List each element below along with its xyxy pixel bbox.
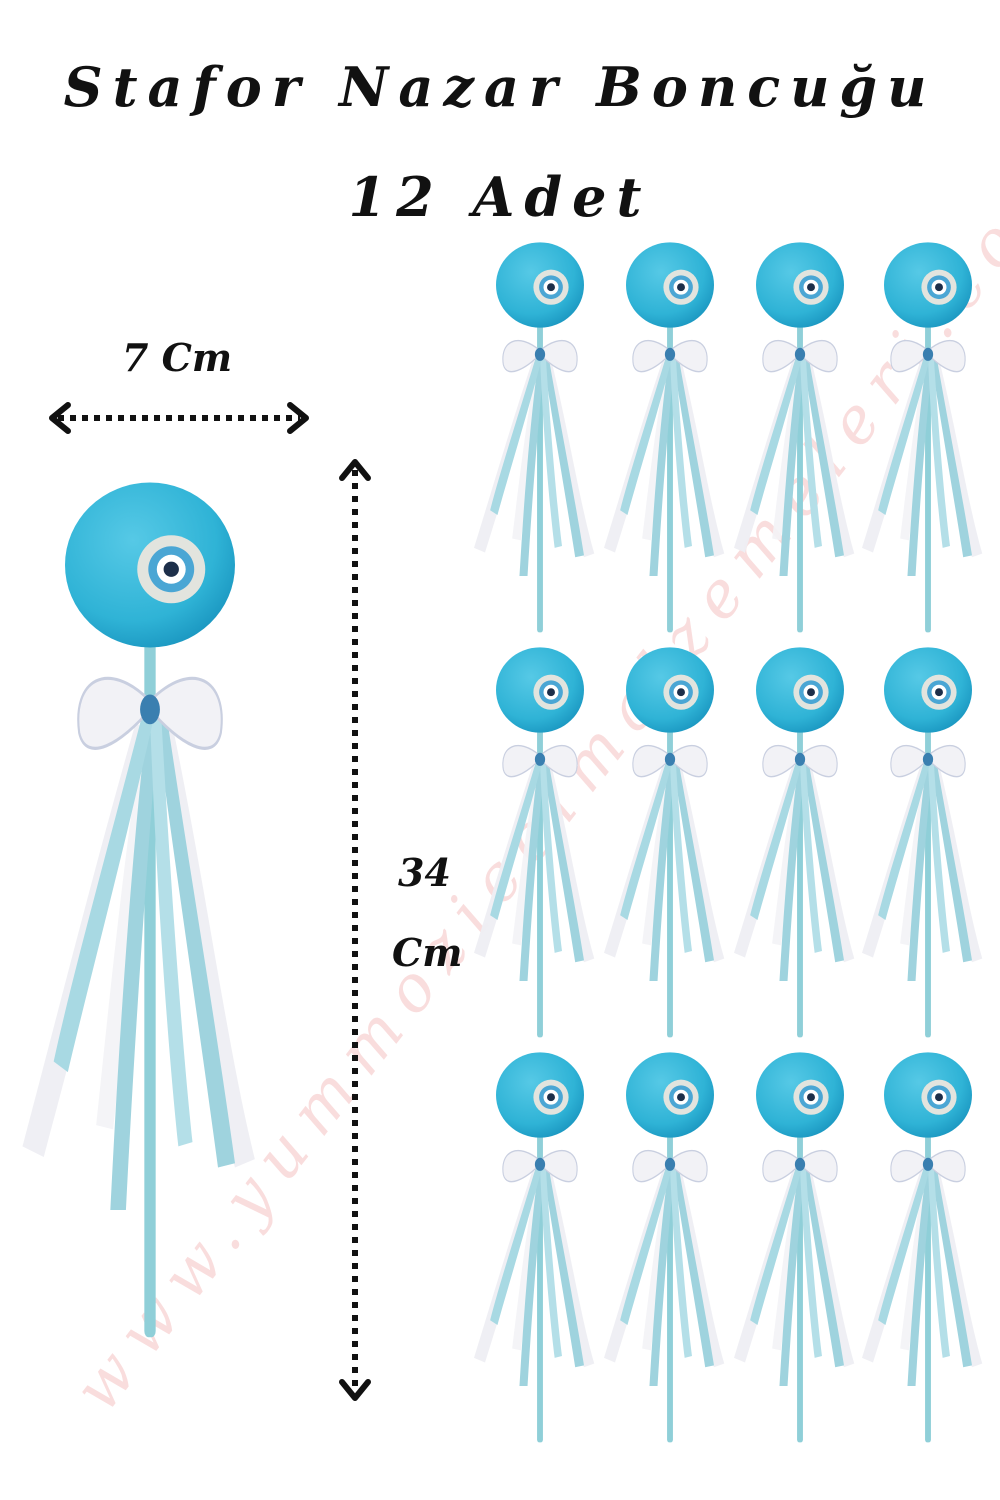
double-arrow-horizontal-icon [49, 402, 309, 434]
eye-ring-3 [547, 688, 555, 697]
eye-ring-3 [935, 1093, 943, 1102]
eye-ring-3 [807, 1093, 815, 1102]
small-wand-3 [733, 242, 855, 634]
eye-ring-3 [935, 283, 943, 292]
small-wand-5 [473, 647, 595, 1039]
eye-ring-3 [677, 1093, 685, 1102]
small-wand-6 [603, 647, 725, 1039]
small-wand-8 [861, 647, 983, 1039]
page-title-line-2: 12 Adet [348, 165, 652, 229]
small-wand-10 [603, 1052, 725, 1444]
small-wand-2 [603, 242, 725, 634]
small-wand-7 [733, 647, 855, 1039]
eye-ring-3 [677, 283, 685, 292]
small-wand-4 [861, 242, 983, 634]
eye-ring-3 [935, 688, 943, 697]
wand-grid [473, 242, 983, 1444]
large-evil-eye-wand [20, 482, 257, 1339]
eye-ring-3 [547, 283, 555, 292]
height-value-label: 34 [398, 850, 451, 895]
small-wand-11 [733, 1052, 855, 1444]
height-unit-label: Cm [392, 930, 463, 975]
eye-ring-3 [807, 688, 815, 697]
eye-ring-3 [807, 283, 815, 292]
eye-ring-3 [547, 1093, 555, 1102]
small-wand-9 [473, 1052, 595, 1444]
eye-ring-3 [677, 688, 685, 697]
page-title-line-1: Stafor Nazar Boncuğu [63, 55, 937, 119]
eye-ring-3 [163, 561, 179, 577]
width-label: 7 Cm [122, 335, 233, 380]
small-wand-1 [473, 242, 595, 634]
double-arrow-vertical-icon [339, 459, 371, 1401]
large-wand [20, 482, 257, 1339]
small-wand-12 [861, 1052, 983, 1444]
